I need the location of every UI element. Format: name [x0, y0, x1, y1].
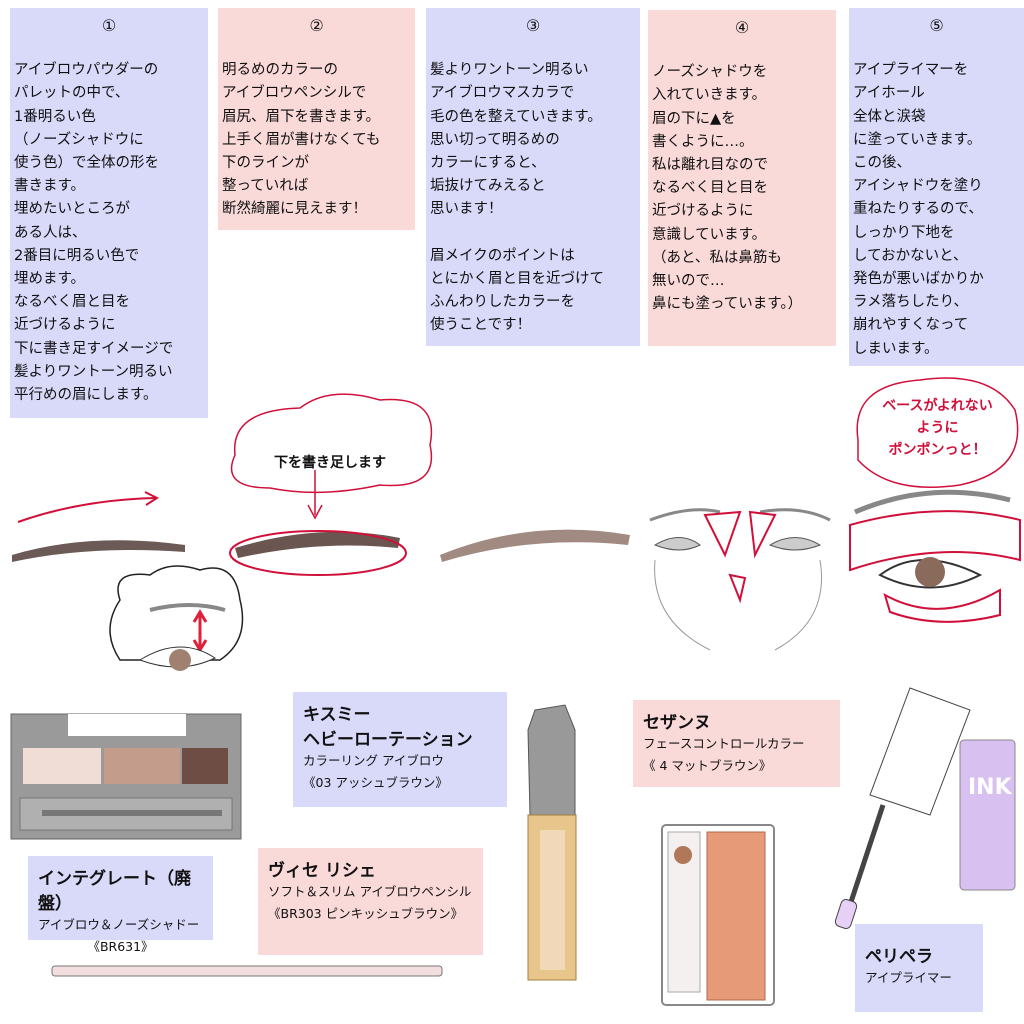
peripera-primer: [834, 687, 1016, 929]
peripera-label: ペリペラアイプライマー: [855, 924, 983, 1012]
eyebrow-step1: [12, 491, 185, 562]
product-shade: 《 4 マットブラウン》: [643, 758, 772, 773]
step-text: アイブロウパウダーの パレットの中で、 1番明るい色 （ノーズシャドウに 使う色…: [14, 62, 174, 404]
primer-tip-annotation: ベースがよれない ように ポンポンっと！: [882, 398, 993, 458]
product-name: ソフト＆スリム アイブロウペンシル: [268, 884, 472, 899]
step-number: ③: [525, 16, 541, 35]
step-1-box: ① アイブロウパウダーの パレットの中で、 1番明るい色 （ノーズシャドウに 使う…: [10, 8, 208, 418]
step-number: ④: [734, 18, 750, 37]
kissme-mascara: [527, 704, 577, 981]
visee-pencil: [51, 965, 443, 977]
step-text: アイプライマーを アイホール 全体と涙袋 に塗っていきます。 この後、 アイシャ…: [853, 62, 984, 357]
face-nose-shadow: [649, 508, 831, 651]
kissme-label: キスミー ヘビーローテーションカラーリング アイブロウ《03 アッシュブラウン》: [293, 692, 507, 807]
step-5-box: ⑤ アイプライマーを アイホール 全体と涙袋 に塗っていきます。 この後、 アイシ…: [849, 8, 1024, 366]
product-name: カラーリング アイブロウ: [303, 753, 444, 768]
eyebrow-step2: [229, 393, 433, 576]
integrate-label: インテグレート（廃盤） アイブロウ＆ノーズシャドー《BR631》: [28, 856, 213, 954]
step-4-box: ④ ノーズシャドウを 入れていきます。 眉の下に▲を 書くように…。 私は離れ目な…: [648, 10, 836, 346]
step-number: ⑤: [929, 16, 944, 35]
brand-name: ペリペラ: [865, 947, 933, 967]
step-number: ①: [101, 16, 117, 35]
brand-name: キスミー ヘビーローテーション: [303, 705, 473, 750]
step-3-box: ③ 髪よりワントーン明るい アイブロウマスカラで 毛の色を整えていきます。 思い切…: [426, 8, 640, 346]
product-shade: 《03 アッシュブラウン》: [303, 775, 448, 790]
product-name: フェースコントロールカラー: [643, 736, 805, 751]
primer-bottle-text: INK: [968, 775, 1012, 800]
step-2-box: ② 明るめのカラーの アイブロウペンシルで 眉尻、眉下を書きます。 上手く眉が書け…: [218, 8, 415, 230]
step-text: ノーズシャドウを 入れていきます。 眉の下に▲を 書くように…。 私は離れ目なの…: [652, 64, 803, 313]
integrate-palette: [10, 713, 242, 840]
brand-name: ヴィセ リシェ: [268, 861, 376, 881]
cezanne-compact: [661, 824, 775, 1006]
step-text: 髪よりワントーン明るい アイブロウマスカラで 毛の色を整えていきます。 思い切っ…: [430, 62, 604, 334]
product-shade: 《BR303 ピンキッシュブラウン》: [268, 906, 464, 921]
step-text: 明るめのカラーの アイブロウペンシルで 眉尻、眉下を書きます。 上手く眉が書けな…: [222, 62, 381, 218]
step-number: ②: [309, 16, 324, 35]
product-name: アイプライマー: [865, 970, 952, 985]
visee-label: ヴィセ リシェソフト＆スリム アイブロウペンシル《BR303 ピンキッシュブラウ…: [258, 848, 483, 955]
brand-name: インテグレート（廃盤）: [38, 869, 191, 914]
product-shade: 《BR631》: [87, 939, 154, 954]
cezanne-label: セザンヌフェースコントロールカラー《 4 マットブラウン》: [633, 700, 840, 787]
product-name: アイブロウ＆ノーズシャドー: [38, 917, 200, 932]
brand-name: セザンヌ: [643, 713, 711, 733]
draw-below-annotation: 下を書き足します: [274, 455, 386, 471]
eye-step5: [849, 377, 1021, 623]
eye-distance-illustration: [109, 565, 244, 671]
eyebrow-step3: [440, 529, 630, 562]
